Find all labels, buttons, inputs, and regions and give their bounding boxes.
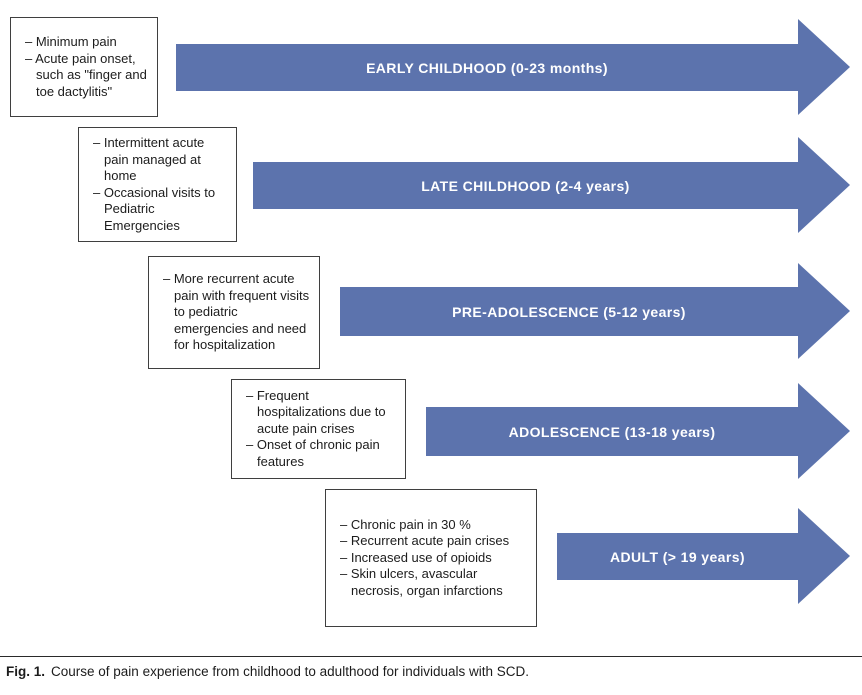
arrow-label: PRE-ADOLESCENCE (5-12 years) — [452, 303, 686, 320]
note-item: – Recurrent acute pain crises — [340, 533, 510, 549]
note-item: – Intermittent acute pain managed at hom… — [93, 135, 205, 183]
note-box-adolescence: – Frequent hospitalizations due to acute… — [231, 379, 406, 479]
figure-caption: Fig. 1. Course of pain experience from ch… — [0, 656, 862, 679]
arrow-label: LATE CHILDHOOD (2-4 years) — [421, 177, 630, 194]
figure-caption-label: Fig. 1. — [6, 664, 46, 679]
figure-caption-text: Course of pain experience from childhood… — [51, 664, 530, 679]
note-item: – Frequent hospitalizations due to acute… — [246, 387, 386, 436]
note-item: – Skin ulcers, avascular necrosis, organ… — [340, 566, 503, 598]
timeline-arrow-adolescence: ADOLESCENCE (13-18 years) — [426, 407, 798, 456]
note-box-adult: – Chronic pain in 30 % – Recurrent acute… — [325, 489, 537, 627]
note-item: – More recurrent acute pain with frequen… — [163, 271, 310, 353]
note-item: – Onset of chronic pain features — [246, 437, 380, 469]
note-box-pre-adolescence: – More recurrent acute pain with frequen… — [148, 256, 320, 369]
timeline-arrow-late-childhood: LATE CHILDHOOD (2-4 years) — [253, 162, 798, 209]
timeline-arrow-pre-adolescence: PRE-ADOLESCENCE (5-12 years) — [340, 287, 798, 336]
note-item: – Minimum pain — [25, 34, 117, 49]
arrow-label: ADULT (> 19 years) — [610, 548, 745, 565]
arrow-label: EARLY CHILDHOOD (0-23 months) — [366, 59, 608, 76]
timeline-arrow-adult: ADULT (> 19 years) — [557, 533, 798, 580]
note-box-late-childhood: – Intermittent acute pain managed at hom… — [78, 127, 237, 242]
arrow-head-icon — [798, 19, 850, 115]
arrow-head-icon — [798, 263, 850, 359]
note-item: – Chronic pain in 30 % — [340, 516, 471, 532]
arrow-head-icon — [798, 137, 850, 233]
arrow-head-icon — [798, 383, 850, 479]
note-item: – Increased use of opioids — [340, 549, 492, 565]
arrow-label: ADOLESCENCE (13-18 years) — [508, 423, 716, 440]
timeline-arrow-early-childhood: EARLY CHILDHOOD (0-23 months) — [176, 44, 798, 91]
note-box-early-childhood: – Minimum pain – Acute pain onset, such … — [10, 17, 158, 117]
note-item: – Acute pain onset, such as "finger and … — [25, 50, 147, 99]
note-item: – Occasional visits to Pediatric Emergen… — [93, 184, 216, 233]
arrow-head-icon — [798, 508, 850, 604]
